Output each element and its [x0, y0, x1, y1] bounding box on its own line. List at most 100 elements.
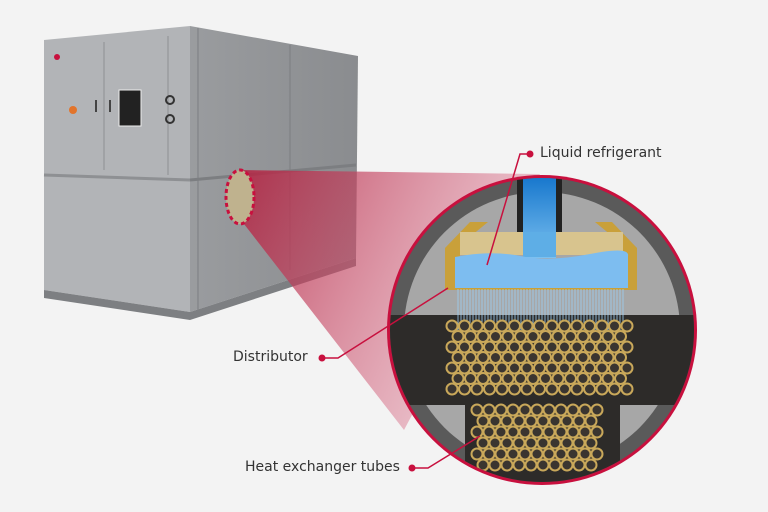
- tube: [506, 425, 520, 439]
- tube: [595, 382, 609, 396]
- tube: [483, 319, 496, 333]
- tube: [508, 382, 521, 396]
- zoom-spot: [224, 168, 256, 226]
- tube: [551, 372, 565, 385]
- tube: [489, 330, 502, 343]
- tube: [578, 425, 592, 439]
- tube: [458, 340, 471, 354]
- tube: [608, 340, 621, 354]
- tube: [501, 351, 515, 364]
- tube: [451, 372, 465, 385]
- tube: [495, 361, 509, 375]
- tube: [595, 340, 609, 354]
- tube: [482, 425, 496, 439]
- tube: [589, 351, 602, 364]
- tube: [520, 361, 534, 375]
- tube: [560, 458, 574, 472]
- tube: [542, 403, 556, 417]
- tube: [548, 414, 562, 428]
- tube: [542, 425, 556, 439]
- tube: [548, 436, 562, 450]
- tube: [488, 414, 502, 428]
- tube: [614, 372, 627, 385]
- tube: [512, 414, 526, 428]
- tube: [500, 414, 514, 428]
- tube: [558, 361, 571, 375]
- tube: [536, 458, 550, 472]
- tube: [539, 372, 552, 385]
- tube: [589, 372, 602, 385]
- tube: [506, 403, 520, 417]
- tube: [483, 340, 496, 354]
- tube: [539, 351, 552, 364]
- tube: [608, 319, 621, 333]
- tube: [545, 319, 559, 333]
- tube: [520, 382, 534, 396]
- tube: [470, 403, 484, 417]
- tube: [445, 340, 459, 354]
- tube: [476, 330, 490, 343]
- distributor-dot: [318, 354, 326, 362]
- tube: [589, 330, 602, 343]
- tube: [590, 447, 604, 461]
- tube: [476, 414, 490, 428]
- tube: [620, 361, 634, 375]
- tube: [583, 382, 596, 396]
- tube: [458, 361, 471, 375]
- tube: [578, 447, 592, 461]
- tube: [520, 340, 534, 354]
- tube: [514, 330, 527, 343]
- tube: [470, 319, 484, 333]
- tube: [533, 361, 546, 375]
- tube: [458, 319, 471, 333]
- tube: [476, 372, 490, 385]
- tube: [601, 351, 615, 364]
- tube: [545, 361, 559, 375]
- tube: [489, 351, 502, 364]
- tube: [583, 319, 596, 333]
- tube: [554, 447, 568, 461]
- tube: [518, 447, 532, 461]
- tube: [514, 372, 527, 385]
- tube: [483, 361, 496, 375]
- tube: [545, 340, 559, 354]
- tube: [576, 351, 590, 364]
- tube: [576, 372, 590, 385]
- tube: [570, 340, 584, 354]
- tube: [595, 319, 609, 333]
- tube: [620, 340, 634, 354]
- tube: [445, 382, 459, 396]
- tube: [583, 361, 596, 375]
- tube: [560, 414, 574, 428]
- tube: [500, 458, 514, 472]
- tube: [539, 330, 552, 343]
- tube: [614, 351, 627, 364]
- tube: [566, 403, 580, 417]
- tube: [566, 447, 580, 461]
- tube: [524, 414, 538, 428]
- tube: [520, 319, 534, 333]
- tube: [470, 382, 484, 396]
- tube: [551, 330, 565, 343]
- tube: [533, 340, 546, 354]
- tube: [583, 340, 596, 354]
- tube: [542, 447, 556, 461]
- tube: [554, 425, 568, 439]
- tube: [494, 403, 508, 417]
- tube: [494, 447, 508, 461]
- tube: [564, 351, 577, 364]
- tube: [608, 361, 621, 375]
- label-liquid-refrigerant: Liquid refrigerant: [540, 145, 662, 161]
- tube: [451, 351, 465, 364]
- tube: [558, 319, 571, 333]
- tube: [470, 361, 484, 375]
- tube: [501, 330, 515, 343]
- tube: [445, 361, 459, 375]
- tube: [564, 330, 577, 343]
- tube: [501, 372, 515, 385]
- tube: [476, 436, 490, 450]
- tube: [578, 403, 592, 417]
- tube: [530, 447, 544, 461]
